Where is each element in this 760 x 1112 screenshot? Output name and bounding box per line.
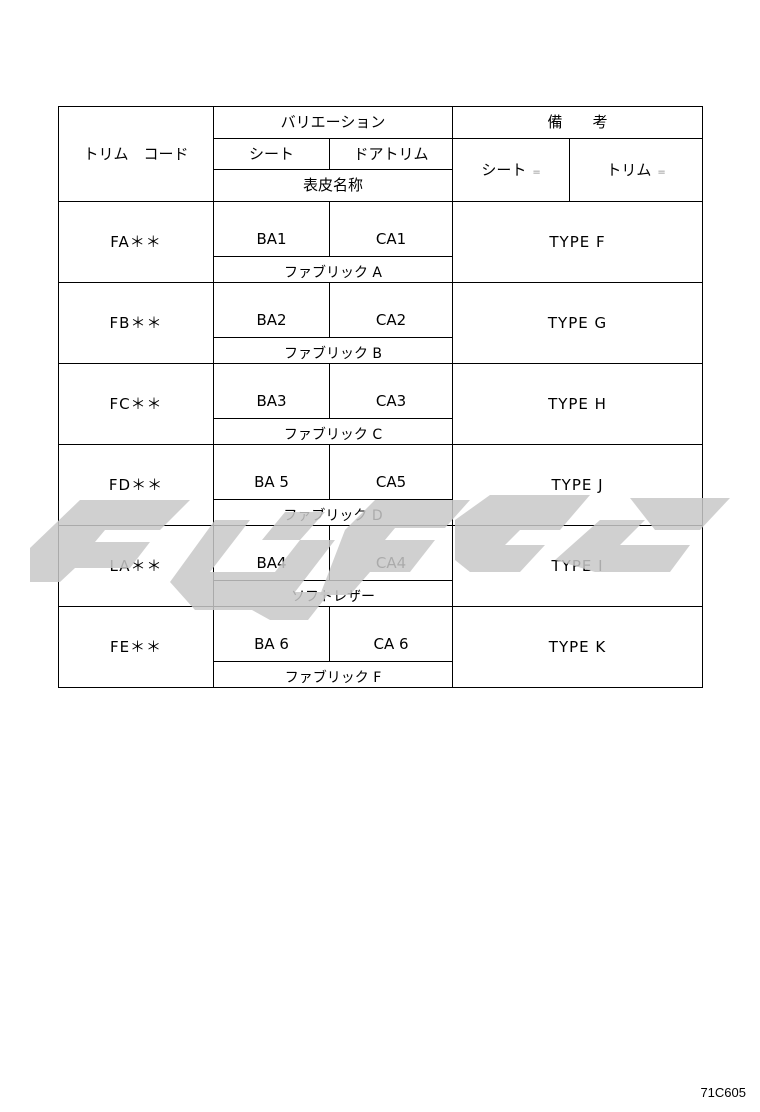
trim-code-value: FB＊＊ [109,313,163,332]
type-cell: TYPE H [452,363,704,445]
type-value: TYPE H [548,394,607,413]
type-cell: TYPE J [452,444,704,526]
material-header: 表皮名称 [212,169,454,202]
material-cell: ファブリック C [212,418,454,445]
door-trim-header: ドアトリム [328,138,454,170]
material-value: ファブリック D [283,508,383,524]
variation-header: バリエーション [212,106,454,139]
door-value: CA2 [375,310,407,329]
trim-code-cell: FA＊＊ [58,201,214,283]
table-row: FC＊＊ BA3 CA3 TYPE H [58,363,704,445]
material-cell: ファブリック B [212,337,454,364]
remarks-seat-label: シート [481,160,527,179]
material-value: ソフトレザー [291,589,375,605]
material-cell: ソフトレザー [212,580,454,607]
door-value: CA 6 [373,634,409,653]
door-cell: CA1 [328,201,454,257]
door-cell: CA2 [328,282,454,338]
remarks-trim-header: トリム = [569,138,704,202]
trim-code-cell: FC＊＊ [58,363,214,445]
type-value: TYPE J [551,475,604,494]
material-cell: ファブリック A [212,256,454,283]
seat-value: BA3 [256,391,287,410]
seat-value: BA1 [256,229,287,248]
trim-code-cell: FE＊＊ [58,606,214,688]
seat-cell: BA 5 [213,444,330,500]
trim-code-value: LA＊＊ [109,556,163,575]
remarks-seat-header: シート = [452,138,571,202]
table-row: FD＊＊ BA 5 CA5 TYPE J [58,444,704,526]
seat-cell: BA4 [213,525,330,581]
material-cell: ファブリック F [212,661,454,688]
header-row-3: 表皮名称 [59,169,703,202]
remarks-trim-eq: = [657,166,666,178]
type-value: TYPE F [549,232,606,251]
door-value: CA3 [375,391,407,410]
table-row: FB＊＊ BA2 CA2 TYPE G [58,282,704,364]
trim-code-value: FE＊＊ [109,637,163,656]
type-value: TYPE K [548,637,607,656]
door-value: CA4 [375,553,407,572]
table-row-material: ファブリック C [59,418,703,445]
type-cell: TYPE F [452,201,704,283]
seat-cell: BA3 [213,363,330,419]
table-row: FA＊＊ BA1 CA1 TYPE F [58,201,704,283]
material-cell: ファブリック D [212,499,454,526]
remarks-trim-label: トリム [606,160,652,179]
door-cell: CA3 [328,363,454,419]
remarks-header: 備 考 [452,106,704,139]
trim-code-header: トリム コード [58,106,214,202]
trim-code-cell: FD＊＊ [58,444,214,526]
seat-value: BA2 [256,310,287,329]
seat-header: シート [213,138,330,170]
seat-value: BA 6 [254,634,289,653]
trim-code-value: FC＊＊ [109,394,163,413]
material-value: ファブリック B [283,346,383,362]
material-value: ファブリック A [283,265,383,281]
seat-value: BA 5 [254,472,289,491]
type-value: TYPE G [547,313,608,332]
trim-code-value: FA＊＊ [110,232,162,251]
door-cell: CA5 [328,444,454,500]
material-value: ファブリック F [284,670,382,686]
trim-code-table: トリム コード バリエーション 備 考 シート ドアトリム シート= トリム= … [58,106,704,688]
trim-code-cell: FB＊＊ [58,282,214,364]
trim-code-value: FD＊＊ [108,475,164,494]
type-cell: TYPE K [452,606,704,688]
type-cell: TYPE I [452,525,704,607]
figure-code: 71C605 [700,1085,746,1100]
table-row: FE＊＊ BA 6 CA 6 TYPE K [58,606,704,688]
type-value: TYPE I [551,556,604,575]
header-row-1: トリム コード バリエーション 備 考 [58,106,704,202]
table-row: LA＊＊ BA4 CA4 TYPE I [58,525,704,607]
trim-code-cell: LA＊＊ [58,525,214,607]
seat-cell: BA1 [213,201,330,257]
seat-cell: BA2 [213,282,330,338]
material-value: ファブリック C [283,427,383,443]
table-row-material: ファブリック B [59,337,703,364]
door-cell: CA4 [328,525,454,581]
door-cell: CA 6 [328,606,454,662]
door-value: CA5 [375,472,407,491]
seat-value: BA4 [256,553,287,572]
table-row-material: ファブリック A [59,256,703,283]
seat-cell: BA 6 [213,606,330,662]
type-cell: TYPE G [452,282,704,364]
header-row-2: シート ドアトリム シート = トリム = [59,138,704,202]
door-value: CA1 [375,229,407,248]
table-row-material: ファブリック F [59,661,703,688]
remarks-seat-eq: = [532,166,541,178]
